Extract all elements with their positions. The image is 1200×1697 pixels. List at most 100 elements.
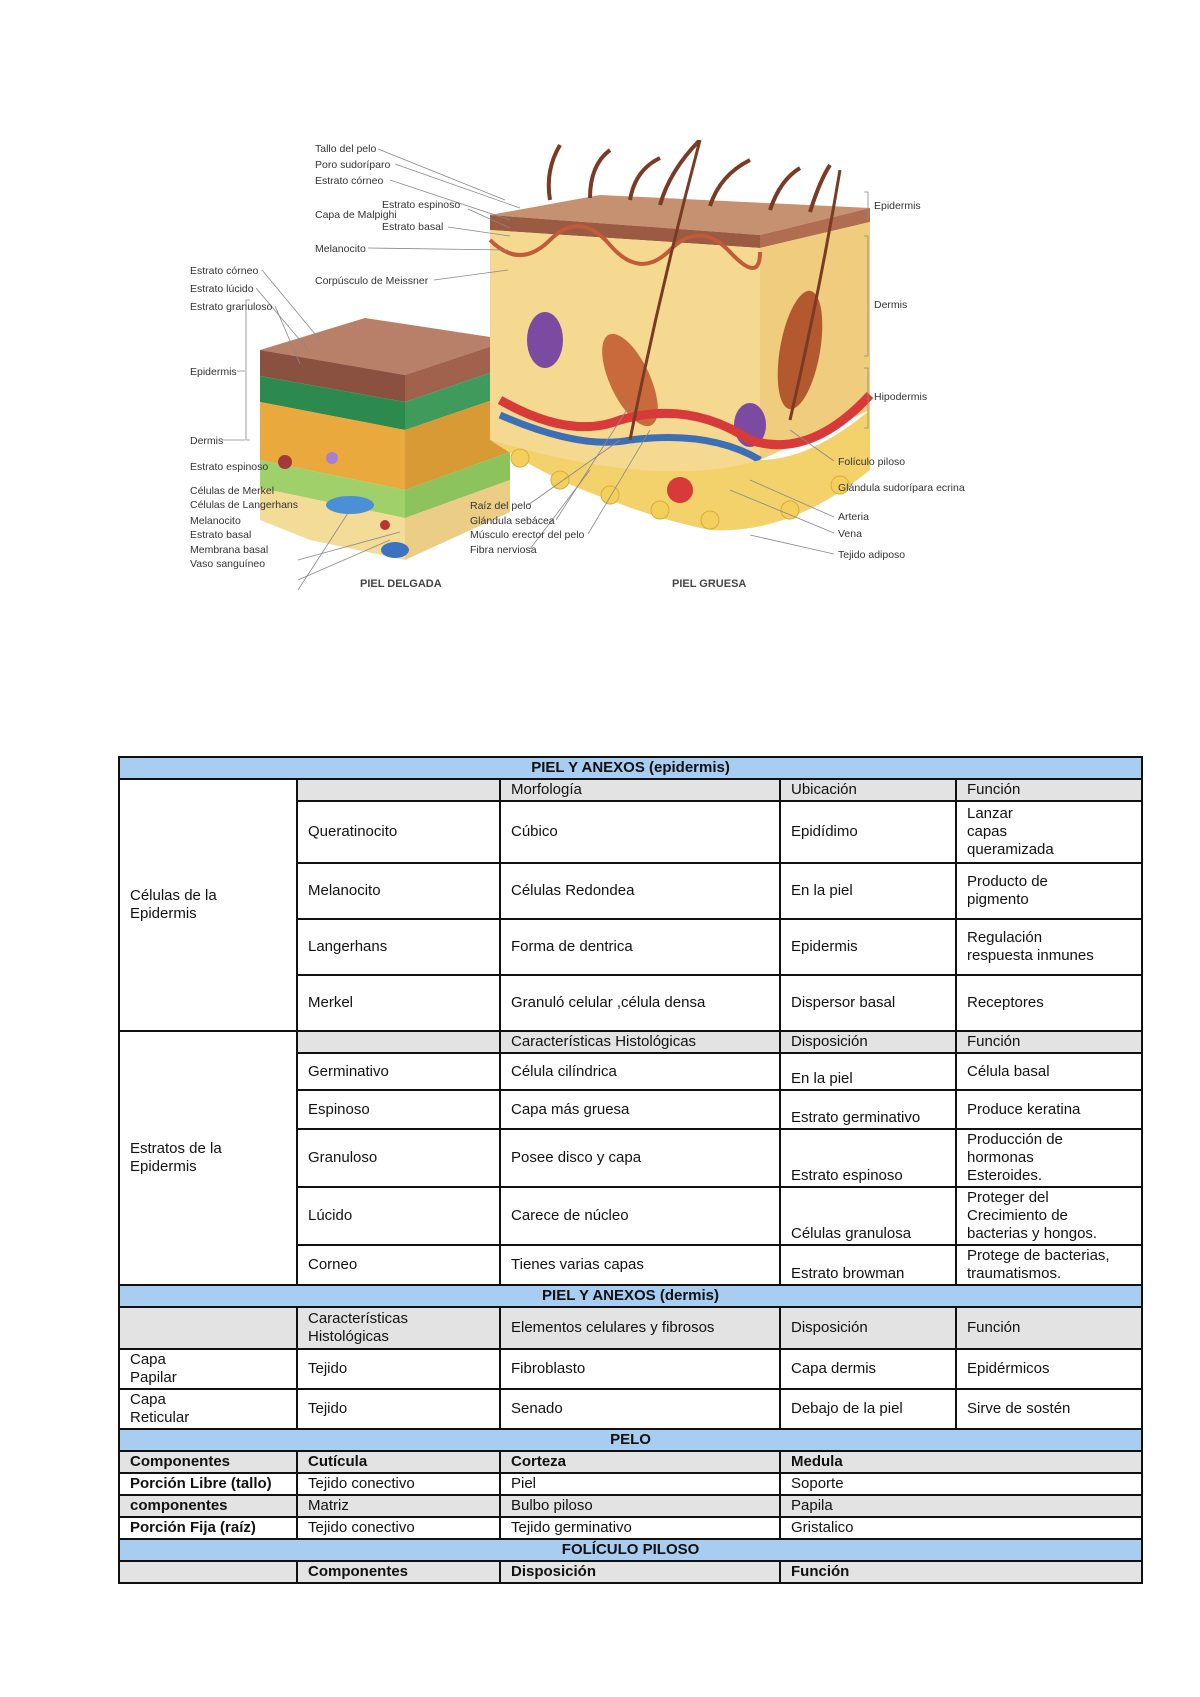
label-foliculo-piloso: Folículo piloso xyxy=(838,456,905,468)
thick-skin-block xyxy=(488,140,874,531)
band-foliculo: FOLÍCULO PILOSO xyxy=(117,1538,1144,1562)
thick-skin-bottom-labels: Raíz del pelo Glándula sebácea Músculo e… xyxy=(470,500,585,556)
strata-header-blank xyxy=(296,1030,501,1054)
stratum-function: Proteger del Crecimiento de bacterias y … xyxy=(954,1186,1144,1246)
cell-function: Lanzar capas queramizada xyxy=(954,800,1144,864)
band-dermis: PIEL Y ANEXOS (dermis) xyxy=(117,1284,1144,1308)
stratum-name: Lúcido xyxy=(296,1186,501,1246)
stratum-disposition: En la piel xyxy=(779,1052,957,1091)
table-row: Germinativo Célula cilíndrica En la piel… xyxy=(119,1052,1144,1091)
label-corpusculo-meissner: Corpúsculo de Meissner xyxy=(315,275,429,287)
stratum-disposition: Estrato espinoso xyxy=(779,1128,957,1188)
label-arteria: Arteria xyxy=(838,511,869,523)
cell-location: En la piel xyxy=(779,862,957,920)
cell-name: Langerhans xyxy=(296,918,501,976)
pelo-col-label: componentes xyxy=(118,1494,298,1518)
label-tejido-adiposo: Tejido adiposo xyxy=(838,549,905,561)
label-estrato-corneo-top: Estrato córneo xyxy=(315,175,383,187)
cells-header-blank xyxy=(296,778,501,802)
stratum-histology: Posee disco y capa xyxy=(499,1128,781,1188)
thin-skin-block xyxy=(260,318,510,560)
pelo-cell: Gristalico xyxy=(778,1516,1144,1540)
band-pelo-label: PELO xyxy=(117,1428,1144,1452)
stratum-histology: Célula cilíndrica xyxy=(499,1052,781,1091)
pelo-cell: Piel xyxy=(499,1472,781,1496)
label-glandula-sebacea: Glándula sebácea xyxy=(470,515,555,527)
band-epidermis: PIEL Y ANEXOS (epidermis) xyxy=(117,756,1144,780)
cell-morphology: Forma de dentrica xyxy=(499,918,781,976)
top-labels: Tallo del pelo Poro sudoríparo Estrato c… xyxy=(315,143,460,287)
cells-header-funcion: Función xyxy=(954,778,1144,802)
label-estrato-lucido: Estrato lúcido xyxy=(190,283,254,295)
table-row: Granuloso Posee disco y capa Estrato esp… xyxy=(119,1128,1144,1188)
dermis-header-caracteristicas: Características Histológicas xyxy=(296,1306,501,1350)
cell-function: Receptores xyxy=(954,974,1144,1032)
pelo-row: Porción Libre (tallo) Tejido conectivo P… xyxy=(118,1472,1144,1496)
dermis-elements: Senado xyxy=(499,1388,781,1430)
pelo-cell: Tejido conectivo xyxy=(296,1516,501,1540)
cells-header-morfologia: Morfología xyxy=(499,778,781,802)
leader-lines xyxy=(222,148,869,591)
skin-annexes-table: PIEL Y ANEXOS (epidermis) Células de la … xyxy=(117,756,1144,1584)
pelo-cell: Papila xyxy=(778,1494,1144,1518)
stratum-disposition: Estrato germinativo xyxy=(779,1089,957,1130)
band-foliculo-label: FOLÍCULO PILOSO xyxy=(117,1538,1144,1562)
dermis-layer: Capa Reticular xyxy=(118,1388,298,1430)
cell-morphology: Cúbico xyxy=(499,800,781,864)
cell-name: Queratinocito xyxy=(296,800,501,864)
pelo-row: componentes Matriz Bulbo piloso Papila xyxy=(118,1494,1144,1518)
thin-skin-labels: Estrato córneo Estrato lúcido Estrato gr… xyxy=(190,265,298,570)
table-row: Melanocito Células Redondea En la piel P… xyxy=(119,862,1144,920)
label-poro-sudoriparo: Poro sudoríparo xyxy=(315,159,390,171)
stratum-function: Producción de hormonas Esteroides. xyxy=(954,1128,1144,1188)
label-melanocito: Melanocito xyxy=(190,515,241,527)
table-row: Espinoso Capa más gruesa Estrato germina… xyxy=(119,1089,1144,1130)
label-epidermis-thin: Epidermis xyxy=(190,366,237,378)
pelo-cell: Corteza xyxy=(499,1450,781,1474)
label-estrato-espinoso-top: Estrato espinoso xyxy=(382,199,460,211)
dermis-header-elementos: Elementos celulares y fibrosos xyxy=(499,1306,781,1350)
caption-piel-delgada: PIEL DELGADA xyxy=(360,578,442,590)
foliculo-header-row: Componentes Disposición Función xyxy=(118,1560,1144,1584)
pelo-cell: Cutícula xyxy=(296,1450,501,1474)
table-row: Capa Papilar Tejido Fibroblasto Capa der… xyxy=(118,1348,1144,1390)
dermis-layer: Capa Papilar xyxy=(118,1348,298,1390)
foliculo-header-disposicion: Disposición xyxy=(499,1560,781,1584)
pelo-col-label: Componentes xyxy=(118,1450,298,1474)
pelo-cell: Tejido germinativo xyxy=(499,1516,781,1540)
stratum-histology: Tienes varias capas xyxy=(499,1244,781,1286)
label-raiz-del-pelo: Raíz del pelo xyxy=(470,500,531,512)
cell-morphology: Granuló celular ,célula densa xyxy=(499,974,781,1032)
strata-header-disposicion: Disposición xyxy=(779,1030,957,1054)
label-estrato-corneo: Estrato córneo xyxy=(190,265,258,277)
stratum-name: Espinoso xyxy=(296,1089,501,1130)
label-hipodermis: Hipodermis xyxy=(874,391,927,403)
stratum-function: Célula basal xyxy=(954,1052,1144,1091)
cell-name: Merkel xyxy=(296,974,501,1032)
label-estrato-basal: Estrato basal xyxy=(190,529,251,541)
table-row: Queratinocito Cúbico Epidídimo Lanzar ca… xyxy=(119,800,1144,864)
label-vaso-sanguineo: Vaso sanguíneo xyxy=(190,558,265,570)
dermis-elements: Fibroblasto xyxy=(499,1348,781,1390)
stratum-function: Produce keratina xyxy=(954,1089,1144,1130)
label-estrato-basal-top: Estrato basal xyxy=(382,221,443,233)
skin-diagram: Tallo del pelo Poro sudoríparo Estrato c… xyxy=(190,140,965,591)
label-vena: Vena xyxy=(838,528,862,540)
pelo-row: Porción Fija (raíz) Tejido conectivo Tej… xyxy=(118,1516,1144,1540)
foliculo-header-funcion: Función xyxy=(778,1560,1144,1584)
stratum-function: Protege de bacterias, traumatismos. xyxy=(954,1244,1144,1286)
stratum-disposition: Células granulosa xyxy=(779,1186,957,1246)
label-glandula-sudoripara: Glándula sudorípara ecrina xyxy=(838,482,965,494)
band-epidermis-label: PIEL Y ANEXOS (epidermis) xyxy=(117,756,1144,780)
table-row: Corneo Tienes varias capas Estrato browm… xyxy=(119,1244,1144,1286)
label-celulas-langerhans: Células de Langerhans xyxy=(190,499,298,511)
dermis-function: Epidérmicos xyxy=(954,1348,1144,1390)
cell-morphology: Células Redondea xyxy=(499,862,781,920)
label-estrato-espinoso: Estrato espinoso xyxy=(190,461,268,473)
dermis-histology: Tejido xyxy=(296,1348,501,1390)
cell-location: Epidídimo xyxy=(779,800,957,864)
cell-function: Regulación respuesta inmunes xyxy=(954,918,1144,976)
pelo-row: Componentes Cutícula Corteza Medula xyxy=(118,1450,1144,1474)
table-row: Capa Reticular Tejido Senado Debajo de l… xyxy=(118,1388,1144,1430)
dermis-disposition: Capa dermis xyxy=(779,1348,957,1390)
